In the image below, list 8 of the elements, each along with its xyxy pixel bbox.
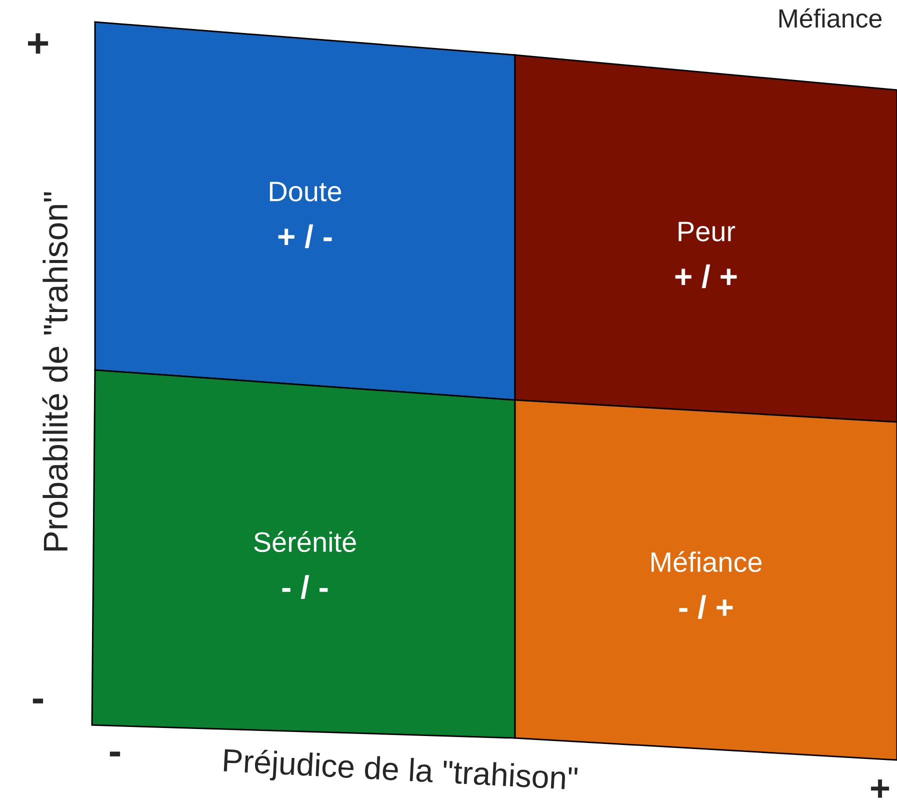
axis-end-sign: - <box>32 698 44 704</box>
quadrant-box: Sérénité - / - <box>91 369 516 739</box>
quadrant-box: Peur + / + <box>514 54 897 423</box>
quadrant-box: Doute + / - <box>94 21 516 401</box>
quadrant-box: Méfiance - / + <box>514 399 897 761</box>
axis-label: Probabilité de "trahison" <box>42 192 68 550</box>
axis-end-sign: + <box>28 33 48 54</box>
label-text: Méfiance <box>779 8 882 28</box>
